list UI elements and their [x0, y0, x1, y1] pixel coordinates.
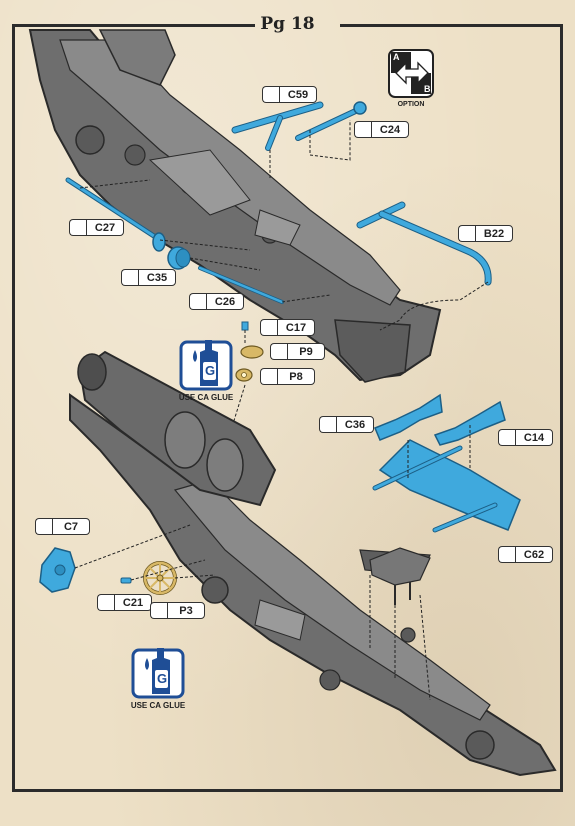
part-c17-p9-p8-shapes: [235, 321, 264, 382]
label-c24: C24: [354, 121, 409, 138]
part-c27-shape: [65, 177, 166, 252]
frame-left: [12, 24, 15, 792]
glue-letter-1: G: [205, 363, 216, 378]
label-c7: C7: [35, 518, 90, 535]
option-letter-b: B: [424, 84, 431, 94]
part-gray-bracket-shape: [369, 547, 431, 605]
label-p3: P3: [150, 602, 205, 619]
part-c59-shape: [231, 101, 324, 151]
part-c35-shape: [167, 246, 191, 270]
label-b22: B22: [458, 225, 513, 242]
option-caption: OPTION: [397, 101, 425, 108]
part-c21-shape: [120, 577, 132, 584]
label-c26: C26: [189, 293, 244, 310]
part-c36-shape: [374, 393, 443, 441]
part-p3-shape: [143, 561, 177, 595]
upper-carriage-frame: [28, 29, 442, 383]
label-c14: C14: [498, 429, 553, 446]
label-c35: C35: [121, 269, 176, 286]
label-c59: C59: [262, 86, 317, 103]
lower-carriage-frame: [69, 350, 557, 777]
label-c62: C62: [498, 546, 553, 563]
part-b22-shape: [356, 201, 492, 286]
label-p9: P9: [270, 343, 325, 360]
label-c21: C21: [97, 594, 152, 611]
frame-top-right: [340, 24, 563, 27]
label-c27: C27: [69, 219, 124, 236]
page-title: Pg 18: [260, 14, 315, 34]
part-c26-shape: [198, 266, 284, 304]
lower-guide-lines: [74, 425, 471, 701]
frame-bottom: [12, 789, 563, 792]
glue-caption-2: USE CA GLUE: [130, 701, 186, 710]
label-c17: C17: [260, 319, 315, 336]
part-c24-shape: [295, 101, 367, 141]
glue-letter-2: G: [157, 671, 168, 686]
part-c7-shape: [39, 547, 76, 593]
label-c36: C36: [319, 416, 374, 433]
part-c62-shape: [372, 439, 521, 533]
frame-top-left: [12, 24, 255, 27]
option-letter-a: A: [393, 52, 400, 62]
label-p8: P8: [260, 368, 315, 385]
part-c14-shape: [433, 400, 506, 446]
glue-caption-1: USE CA GLUE: [178, 393, 234, 402]
frame-right: [560, 24, 563, 792]
